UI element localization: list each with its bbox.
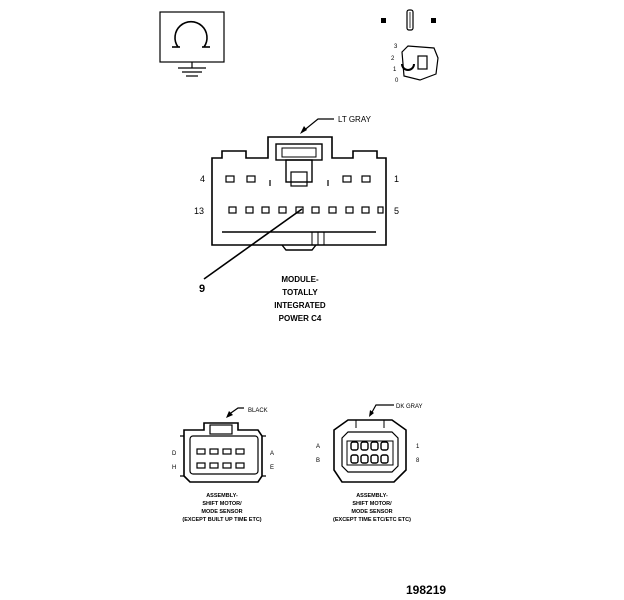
dk-gray-connector: [333, 404, 407, 483]
caption-line: MODULE-: [281, 275, 319, 284]
key-number-3: 3: [394, 44, 398, 50]
row-label-h: H: [172, 465, 176, 471]
key-number-2: 2: [391, 56, 395, 62]
black-caption: ASSEMBLY- SHIFT MOTOR/ MODE SENSOR (EXCE…: [182, 493, 261, 523]
pin-label-5: 5: [394, 206, 399, 216]
black-label: BLACK: [248, 408, 268, 414]
key-number-0: 0: [395, 78, 399, 84]
pin-label-1: 1: [394, 174, 399, 184]
caption-line: ASSEMBLY-: [356, 493, 388, 499]
callout-number: 9: [199, 283, 205, 295]
caption-line: SHIFT MOTOR/: [352, 501, 392, 507]
caption-line: MODE SENSOR: [351, 509, 392, 515]
pin-label-13: 13: [194, 206, 204, 216]
dk-gray-caption: ASSEMBLY- SHIFT MOTOR/ MODE SENSOR (EXCE…: [333, 493, 411, 523]
dk-gray-label: DK GRAY: [396, 404, 423, 410]
caption-line: (EXCEPT TIME ETC/ETC ETC): [333, 517, 411, 523]
caption-line: ASSEMBLY-: [206, 493, 238, 499]
pin-label-4: 4: [200, 174, 205, 184]
caption-line: INTEGRATED: [274, 301, 326, 310]
ground-loop-symbol: [159, 11, 225, 77]
row-label-a: A: [316, 444, 320, 450]
caption-line: TOTALLY: [282, 288, 318, 297]
caption-line: MODE SENSOR: [201, 509, 242, 515]
row-label-b: B: [316, 458, 320, 464]
row-label-a: A: [270, 451, 274, 457]
tipm-c4-connector: [203, 118, 387, 280]
figure-number: 198219: [406, 583, 446, 597]
lt-gray-label: LT GRAY: [338, 115, 372, 124]
row-label-8: 8: [416, 458, 420, 464]
caption-line: POWER C4: [279, 314, 322, 323]
row-label-d: D: [172, 451, 177, 457]
caption-line: SHIFT MOTOR/: [202, 501, 242, 507]
tipm-caption: MODULE- TOTALLY INTEGRATED POWER C4: [274, 275, 326, 323]
row-label-e: E: [270, 465, 274, 471]
row-label-1: 1: [416, 444, 420, 450]
key-number-1: 1: [393, 67, 397, 73]
black-connector: [180, 407, 266, 483]
caption-line: (EXCEPT BUILT UP TIME ETC): [182, 517, 261, 523]
pin-key-sketch: 3 2 1 0: [381, 9, 439, 84]
